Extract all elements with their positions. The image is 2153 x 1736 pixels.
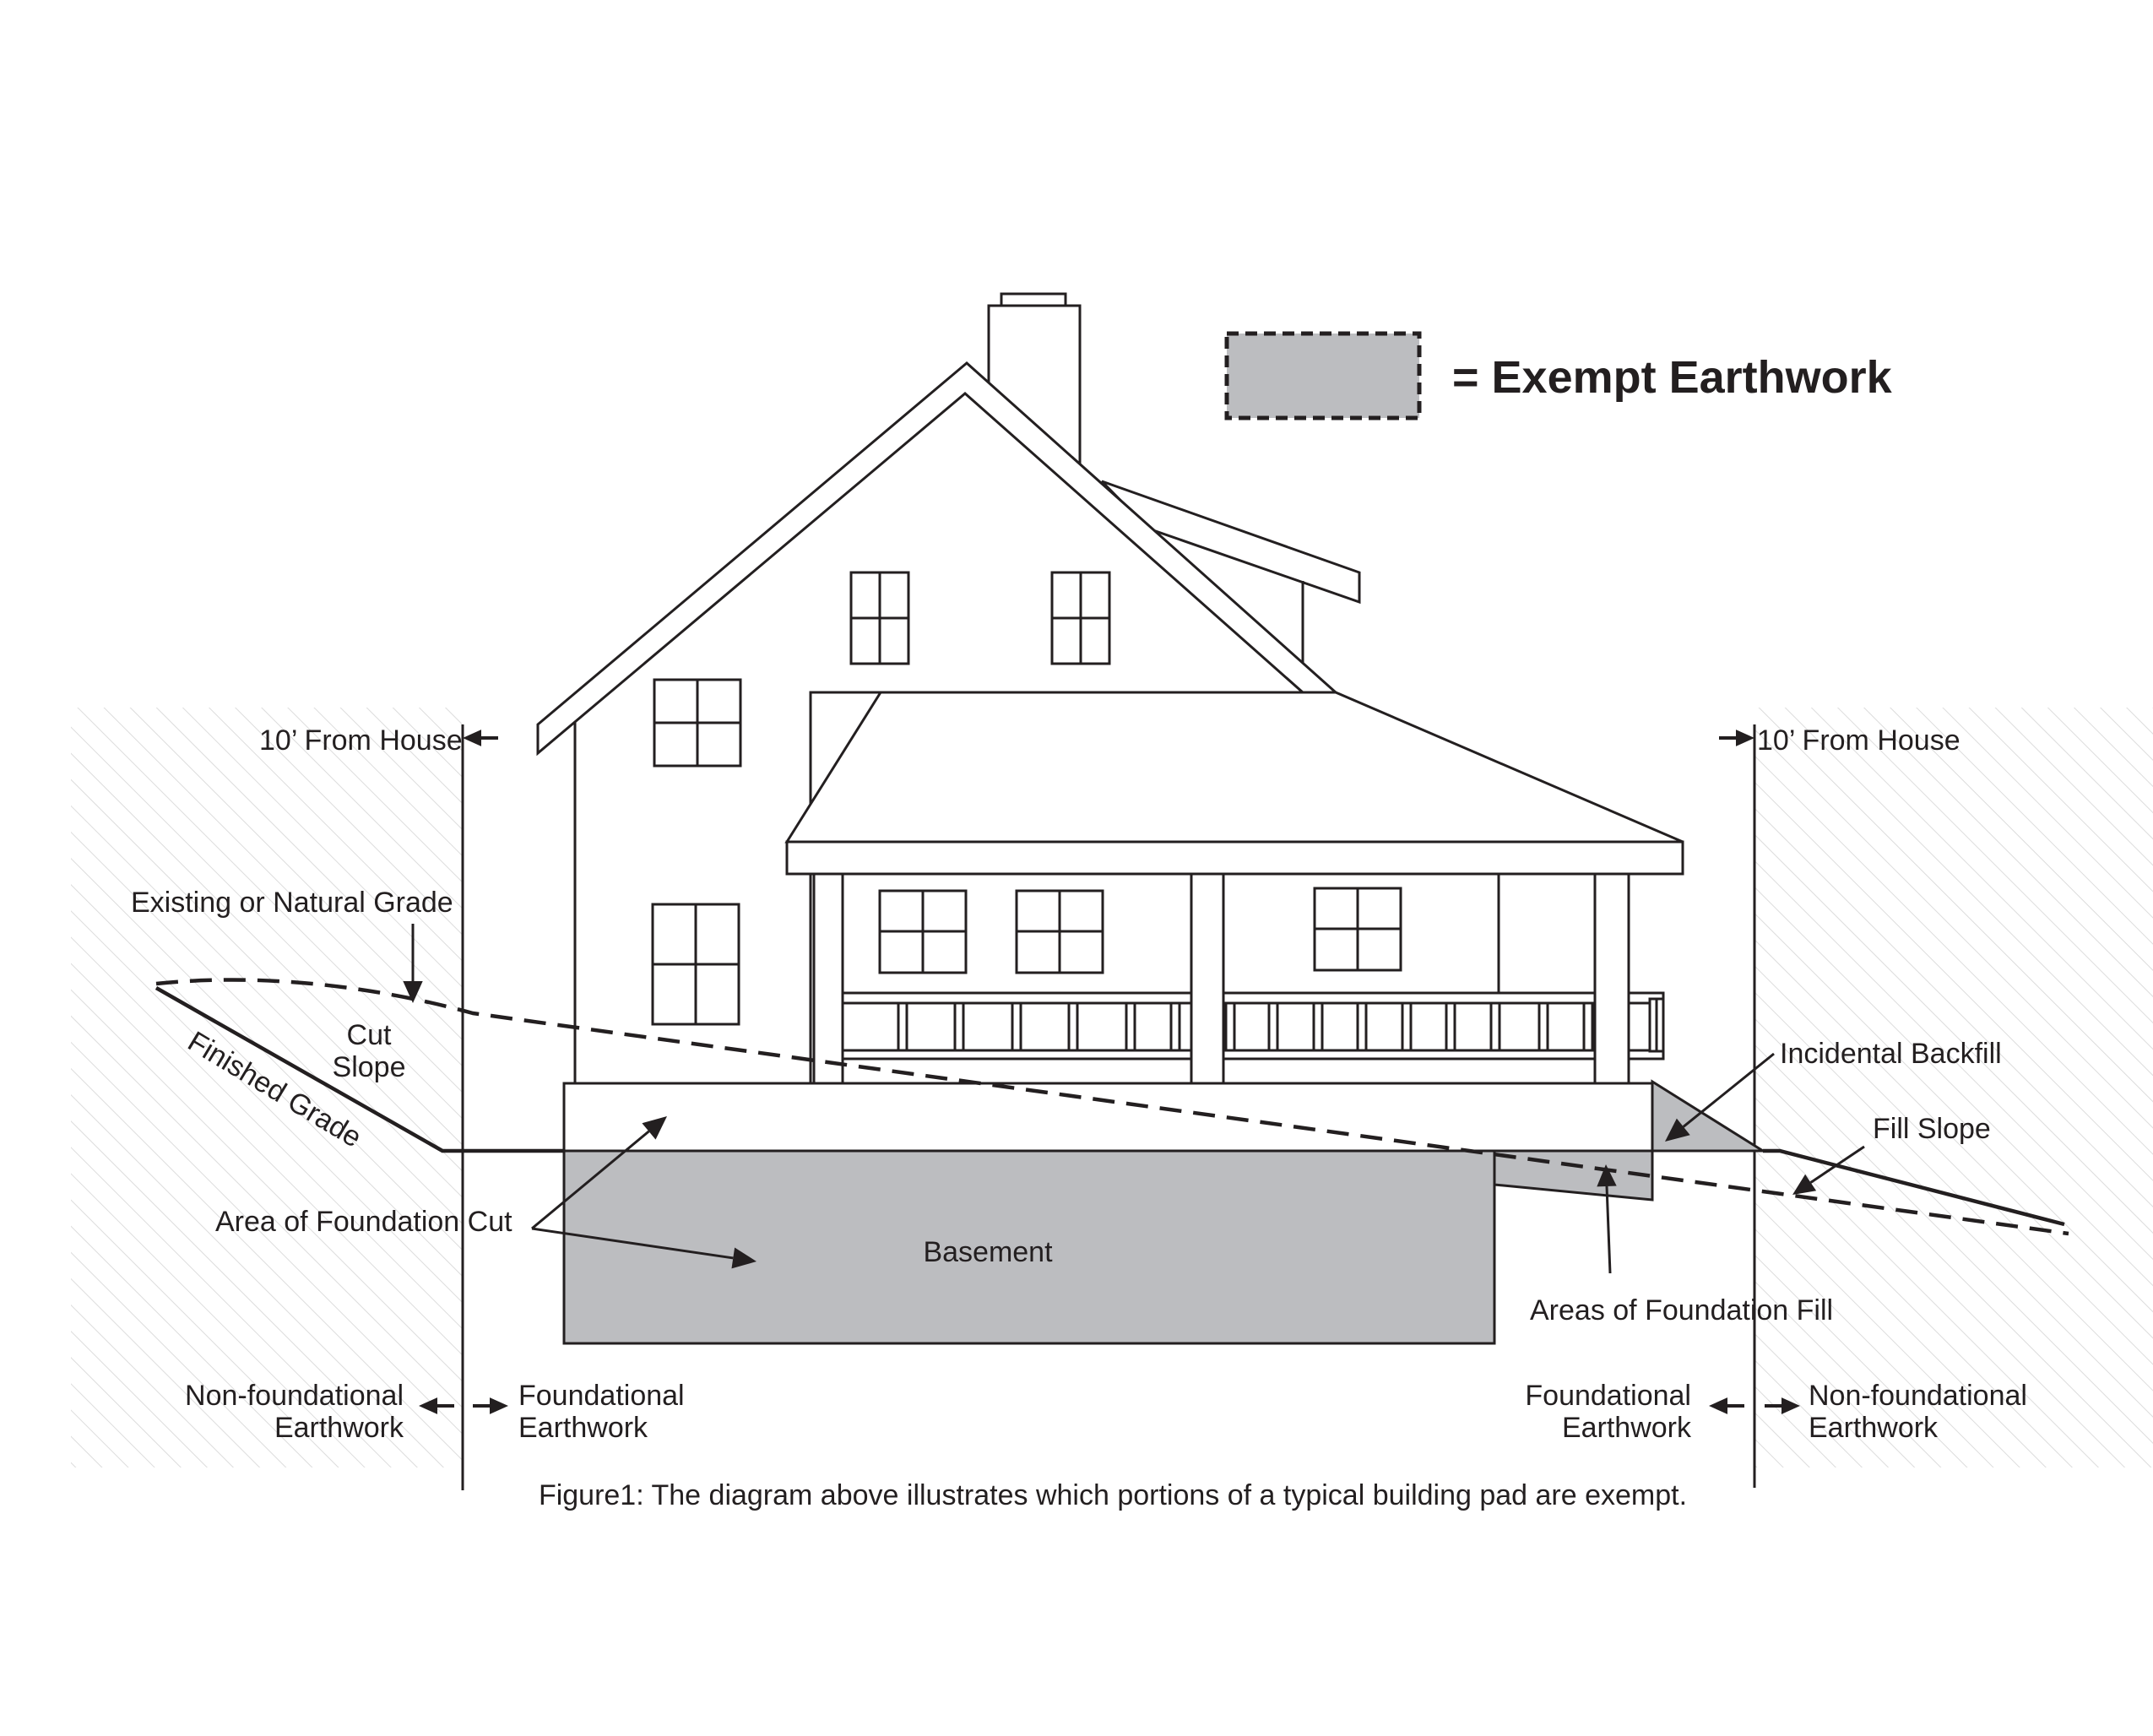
railing-baluster xyxy=(897,1001,908,1052)
basement-label: Basement xyxy=(923,1236,1053,1268)
porch-window-1 xyxy=(878,889,968,974)
porch-roof-fascia xyxy=(785,840,1684,876)
railing-baluster xyxy=(1011,1001,1022,1052)
figure-caption: Figure1: The diagram above illustrates w… xyxy=(539,1479,1687,1511)
lower-window xyxy=(651,903,740,1026)
fill-slope-grade-line xyxy=(1763,1148,2065,1227)
incidental-backfill-label: Incidental Backfill xyxy=(1780,1038,2002,1070)
arrow-incidental-backfill-head xyxy=(1665,1118,1690,1142)
railing-baluster xyxy=(1312,1001,1324,1052)
arrow-foundation-fill-shaft xyxy=(1605,1185,1612,1274)
railing-baluster xyxy=(1445,1001,1456,1052)
mid-window xyxy=(653,678,742,768)
railing-baluster xyxy=(1489,1001,1501,1052)
arrow-foundation-cut-lower-head xyxy=(731,1247,757,1269)
house xyxy=(536,292,1684,1085)
areas-foundation-fill-label: Areas of Foundation Fill xyxy=(1530,1294,1833,1326)
arrow-foundation-fill-head xyxy=(1597,1164,1617,1187)
porch-column-right xyxy=(1593,872,1630,1085)
existing-grade-label: Existing or Natural Grade xyxy=(131,887,453,919)
nonfoundational-right-line1: Non-foundational xyxy=(1809,1380,2027,1412)
porch-roof xyxy=(784,691,1684,844)
railing-baluster xyxy=(1537,1001,1549,1052)
railing-baluster xyxy=(1582,1001,1594,1052)
arrow-ten-foot-right-head xyxy=(1736,730,1754,746)
legend-label: = Exempt Earthwork xyxy=(1452,352,1893,403)
nonfoundational-left-line1: Non-foundational xyxy=(185,1380,404,1412)
legend: = Exempt Earthwork xyxy=(1224,331,1893,420)
area-foundation-cut-label: Area of Foundation Cut xyxy=(215,1206,512,1238)
railing-balusters xyxy=(897,1001,1594,1052)
railing-baluster xyxy=(1169,1001,1181,1052)
porch-window-3 xyxy=(1313,887,1402,972)
railing-baluster xyxy=(953,1001,965,1052)
existing-natural-grade-line xyxy=(155,978,2069,1236)
callout-arrows xyxy=(403,730,1865,1414)
nonfoundational-left-line2: Earthwork xyxy=(274,1412,404,1444)
ten-foot-right-label: 10’ From House xyxy=(1757,724,1960,757)
foundational-right-line2: Earthwork xyxy=(1562,1412,1692,1444)
foundation-fill-area xyxy=(1493,1149,1654,1202)
upper-window-right xyxy=(1050,571,1111,665)
arrow-incidental-backfill-shaft xyxy=(1682,1052,1775,1128)
railing-baluster xyxy=(1224,1001,1236,1052)
arrow-foundation-cut-upper-head xyxy=(642,1116,667,1140)
foundational-left-line2: Earthwork xyxy=(518,1412,648,1444)
arrow-nonfoundational-left-head xyxy=(419,1397,437,1414)
railing-baluster xyxy=(1401,1001,1413,1052)
upper-window-left xyxy=(849,571,910,665)
hatch-zone-left xyxy=(71,708,464,1467)
cut-slope-label-line2: Slope xyxy=(333,1051,406,1083)
foundational-right-line1: Foundational xyxy=(1525,1380,1691,1412)
arrow-foundation-cut-lower-shaft xyxy=(531,1227,734,1260)
arrow-foundational-left-head xyxy=(490,1397,508,1414)
railing-baluster xyxy=(1356,1001,1368,1052)
arrow-fill-slope-shaft xyxy=(1809,1145,1865,1184)
railing-baluster xyxy=(1067,1001,1079,1052)
finished-grade-line xyxy=(155,986,564,1153)
hatch-zone-right xyxy=(1754,708,2153,1467)
arrow-foundational-right-head xyxy=(1709,1397,1727,1414)
porch-column-middle xyxy=(1190,872,1225,1085)
arrow-nonfoundational-right-head xyxy=(1782,1397,1800,1414)
legend-swatch xyxy=(1224,331,1422,420)
porch-window-2 xyxy=(1015,889,1104,974)
nonfoundational-right-line2: Earthwork xyxy=(1809,1412,1939,1444)
porch-column-left xyxy=(812,872,844,1085)
arrow-fill-slope-head xyxy=(1792,1174,1817,1195)
arrow-ten-foot-left-head xyxy=(463,730,481,746)
cut-slope-label-line1: Cut xyxy=(347,1019,392,1051)
chimney-cap xyxy=(1000,292,1067,307)
railing-baluster xyxy=(1267,1001,1279,1052)
foundational-left-line1: Foundational xyxy=(518,1380,685,1412)
foundation-stem-wall xyxy=(562,1082,1654,1153)
arrow-foundation-cut-upper-shaft xyxy=(531,1130,650,1230)
railing-baluster xyxy=(1125,1001,1136,1052)
fill-slope-label: Fill Slope xyxy=(1873,1113,1991,1145)
ten-foot-left-label: 10’ From House xyxy=(259,724,463,757)
arrow-existing-grade-head xyxy=(403,981,423,1003)
basement-area xyxy=(562,1149,1496,1345)
